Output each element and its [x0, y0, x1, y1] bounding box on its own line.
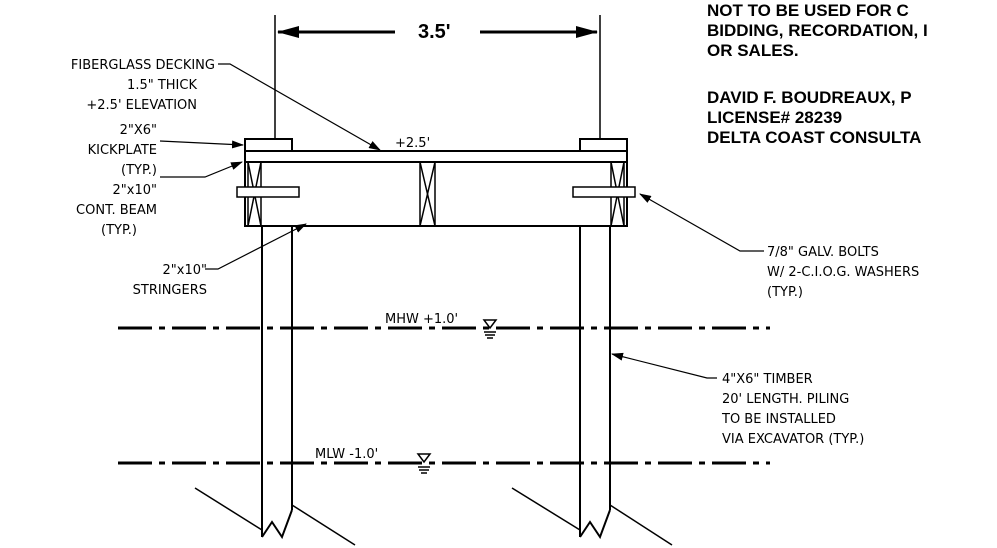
beam-label-1: 2"x10" — [113, 183, 157, 198]
decking-label-3: +2.5' ELEVATION — [86, 98, 197, 113]
piling-label-3: TO BE INSTALLED — [721, 412, 836, 427]
piling-right — [579, 226, 611, 540]
fiberglass-decking — [244, 150, 628, 163]
mhw-water-symbol — [482, 319, 498, 339]
kickplate-left — [244, 138, 293, 152]
beam-label-3: (TYP.) — [101, 223, 137, 238]
mudline — [194, 487, 673, 546]
span-dimension — [274, 15, 601, 140]
stamp-line-3: OR SALES. — [707, 41, 799, 60]
stringer-center — [419, 161, 436, 227]
piling-label-1: 4"X6" TIMBER — [722, 372, 813, 387]
bolt-left — [236, 186, 300, 198]
bolt-right — [572, 186, 636, 198]
piling-label-4: VIA EXCAVATOR (TYP.) — [722, 432, 864, 447]
decking-label-1: FIBERGLASS DECKING — [71, 58, 215, 73]
bolts-label-2: W/ 2-C.I.O.G. WASHERS — [767, 265, 919, 280]
kickplate-label-2: KICKPLATE — [88, 143, 157, 158]
stringers-label-2: STRINGERS — [133, 283, 207, 298]
bolts-label-1: 7/8" GALV. BOLTS — [767, 245, 879, 260]
leader-lines — [159, 63, 764, 379]
deck-elevation-label: +2.5' — [395, 136, 430, 151]
mlw-water-symbol — [416, 453, 432, 474]
piling-label-2: 20' LENGTH. PILING — [722, 392, 849, 407]
stamp-line-2: BIDDING, RECORDATION, I — [707, 21, 928, 40]
decking-label-2: 1.5" THICK — [127, 78, 197, 93]
stamp-line-1: NOT TO BE USED FOR C — [707, 1, 909, 20]
continuous-beam — [244, 161, 628, 227]
mhw-label: MHW +1.0' — [385, 312, 458, 327]
license-number: LICENSE# 28239 — [707, 108, 842, 127]
mlw-label: MLW -1.0' — [315, 447, 378, 462]
company-name: DELTA COAST CONSULTA — [707, 128, 921, 147]
engineer-name: DAVID F. BOUDREAUX, P — [707, 88, 912, 107]
piling-left — [261, 226, 293, 540]
bolts-label-3: (TYP.) — [767, 285, 803, 300]
beam-label-2: CONT. BEAM — [76, 203, 157, 218]
kickplate-label-1: 2"X6" — [120, 123, 157, 138]
kickplate-label-3: (TYP.) — [121, 163, 157, 178]
kickplate-right — [579, 138, 628, 152]
span-dimension-label: 3.5' — [418, 21, 451, 43]
stringers-label-1: 2"x10" — [163, 263, 207, 278]
